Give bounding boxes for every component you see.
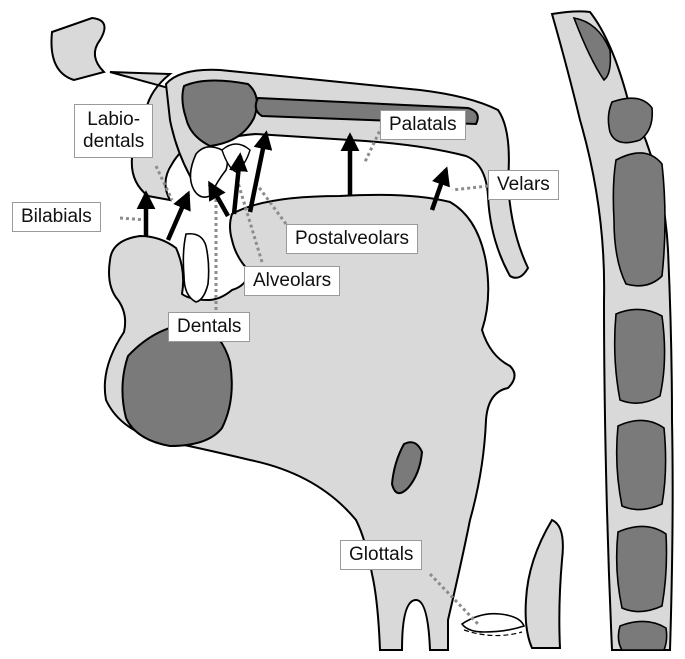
label-labiodentals: Labio- dentals: [74, 104, 153, 158]
label-glottals: Glottals: [340, 540, 422, 570]
lower-teeth: [183, 234, 208, 302]
leader-velars: [452, 186, 488, 190]
arrow-postalveolar: [250, 134, 266, 212]
leader-bilabials: [120, 218, 146, 220]
label-postalveolars: Postalveolars: [286, 224, 418, 254]
upper-teeth: [190, 147, 227, 197]
label-velars: Velars: [488, 170, 559, 200]
label-alveolars: Alveolars: [244, 266, 340, 296]
label-bilabials: Bilabials: [12, 202, 101, 232]
epiglottis: [526, 520, 563, 648]
nasal-bone: [51, 18, 104, 80]
vertebra-4: [615, 309, 665, 403]
label-palatals: Palatals: [380, 110, 466, 140]
glottis: [462, 614, 524, 632]
vertebra-7: [618, 621, 666, 650]
label-dentals: Dentals: [168, 312, 250, 342]
vertebra-6: [617, 526, 667, 611]
label-labiodentals-line1: Labio-: [83, 109, 144, 131]
vertebra-3: [613, 153, 665, 286]
arrow-dental: [210, 184, 228, 216]
vertebra-2: [608, 98, 652, 143]
vertebra-5: [617, 420, 666, 509]
label-labiodentals-line2: dentals: [83, 131, 144, 153]
